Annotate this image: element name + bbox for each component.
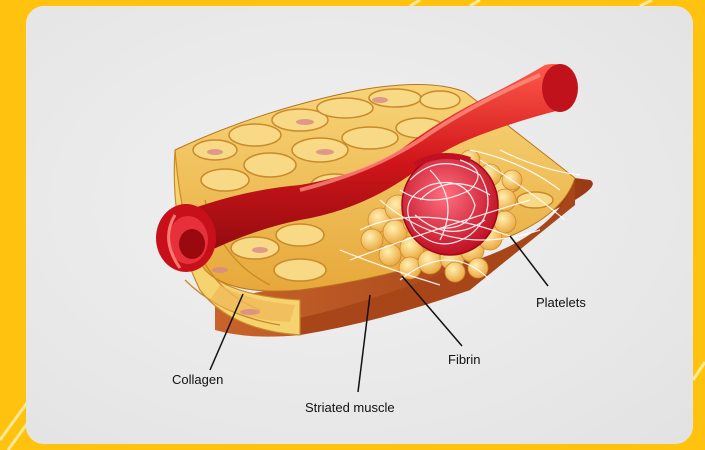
striated-muscle-label: Striated muscle: [305, 400, 395, 415]
platelets-label: Platelets: [536, 295, 586, 310]
fibrin-label: Fibrin: [448, 352, 481, 367]
vessel-end-right: [542, 64, 578, 112]
platelets-leader: [510, 236, 548, 286]
collagen-label: Collagen: [172, 372, 223, 387]
